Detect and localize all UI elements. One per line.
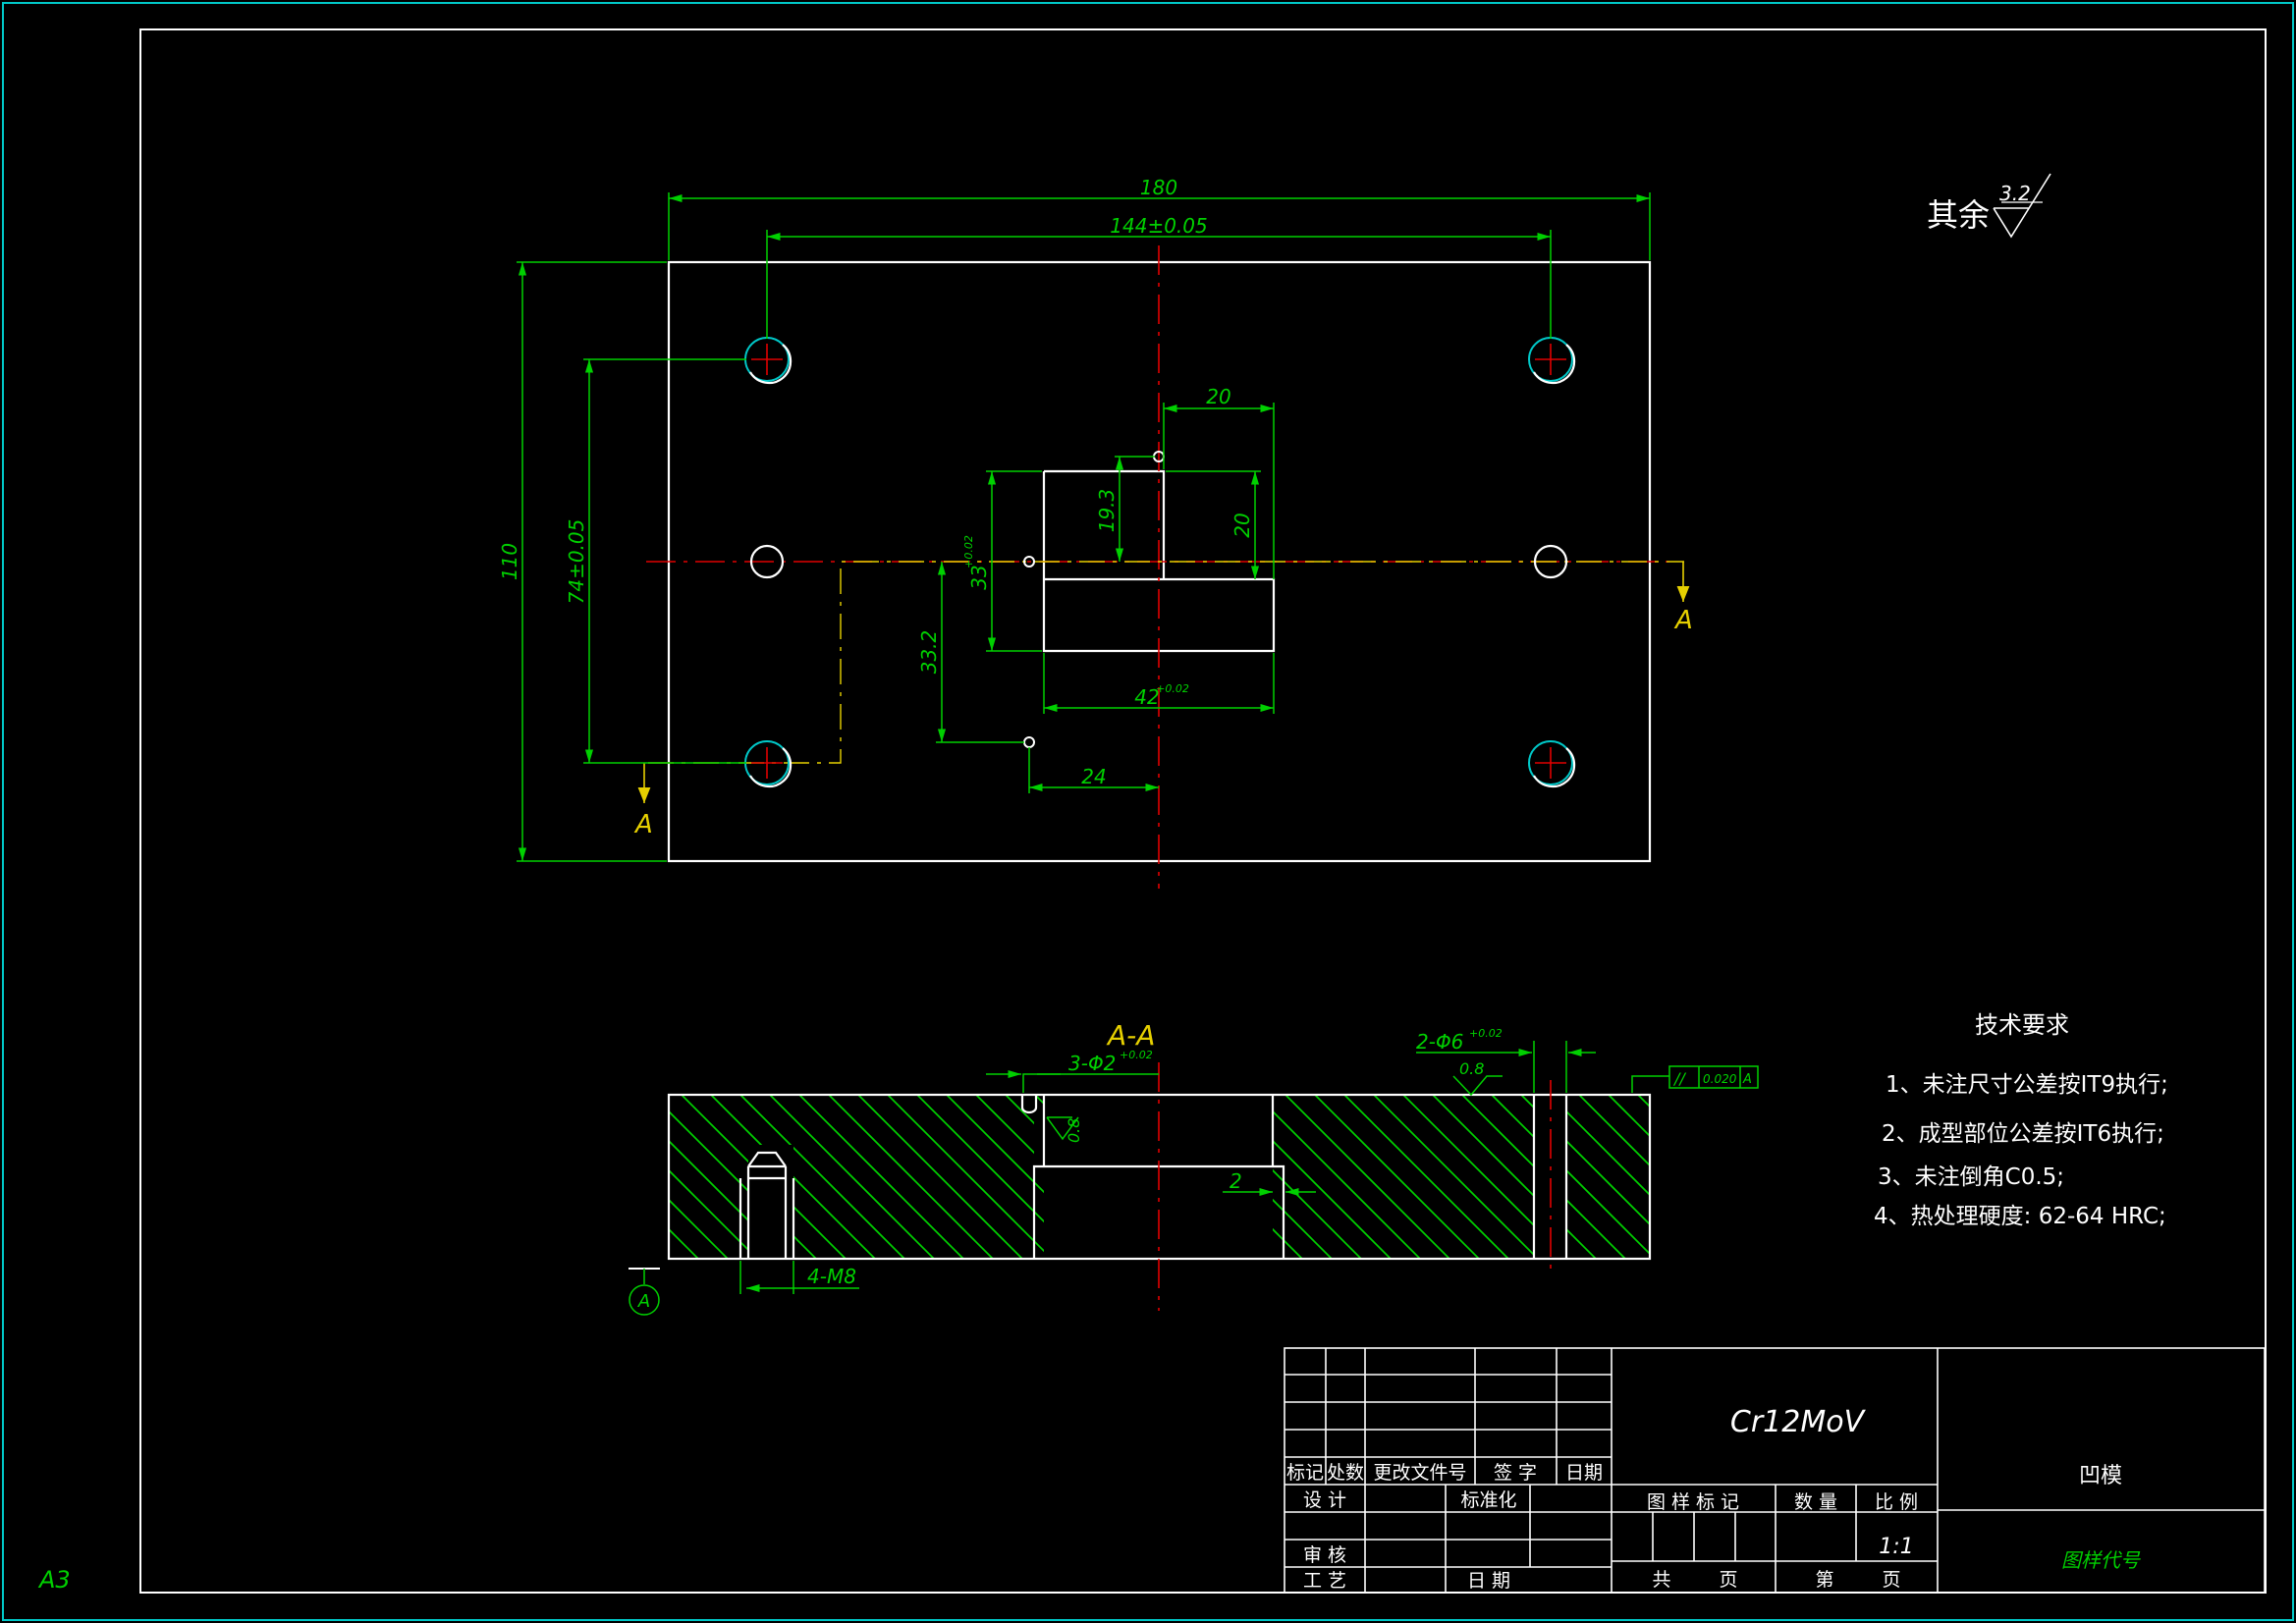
svg-text:共: 共 bbox=[1652, 1569, 1670, 1591]
svg-text:签 字: 签 字 bbox=[1494, 1462, 1537, 1484]
svg-text:+0.02: +0.02 bbox=[1156, 682, 1189, 695]
svg-text:审 核: 审 核 bbox=[1303, 1544, 1346, 1566]
dim-cavity-offset-y: 19.3 bbox=[1095, 456, 1155, 562]
svg-text:3-Φ2: 3-Φ2 bbox=[1068, 1052, 1116, 1075]
dim-step: 2 bbox=[1223, 1169, 1316, 1197]
pin-hole-bottom bbox=[1023, 736, 1035, 748]
svg-text:+0.02: +0.02 bbox=[962, 535, 975, 568]
section-mark-left: A bbox=[633, 810, 653, 839]
dim-overall-length: 180 bbox=[668, 176, 1651, 260]
dim-cavity-height: 33 +0.02 bbox=[962, 470, 1042, 652]
svg-text:20: 20 bbox=[1230, 513, 1254, 537]
svg-text:标准化: 标准化 bbox=[1460, 1489, 1516, 1511]
svg-text:74±0.05: 74±0.05 bbox=[565, 519, 588, 605]
svg-text:2-Φ6: 2-Φ6 bbox=[1416, 1030, 1463, 1054]
threaded-hole-bottom-right bbox=[1528, 740, 1576, 788]
title-block: Cr12MoV 凹模 图样代号 标记 处数 更改文件号 签 字 日期 设 计 标… bbox=[1284, 1347, 2266, 1594]
svg-text:数 量: 数 量 bbox=[1794, 1491, 1837, 1513]
threaded-hole-bottom-left bbox=[744, 740, 793, 788]
svg-text:比 例: 比 例 bbox=[1875, 1491, 1918, 1513]
svg-text:2: 2 bbox=[1230, 1169, 1242, 1193]
svg-text:19.3: 19.3 bbox=[1095, 489, 1119, 533]
svg-text:页: 页 bbox=[1719, 1569, 1737, 1591]
tech-requirement-4: 4、热处理硬度: 62-64 HRC; bbox=[1874, 1204, 2166, 1229]
scale-value: 1:1 bbox=[1879, 1535, 1913, 1559]
svg-text:33.2: 33.2 bbox=[917, 630, 941, 675]
svg-text:第: 第 bbox=[1815, 1569, 1833, 1591]
sheet-size-label: A3 bbox=[37, 1566, 71, 1594]
svg-text:页: 页 bbox=[1882, 1569, 1900, 1591]
svg-text:标记: 标记 bbox=[1286, 1462, 1324, 1484]
svg-text:A: A bbox=[1742, 1072, 1752, 1087]
plan-view: A A bbox=[498, 176, 1693, 889]
thread-hole-section bbox=[746, 1151, 788, 1259]
surface-finish-label: 其余 bbox=[1927, 196, 1990, 234]
svg-text:0.8: 0.8 bbox=[1459, 1059, 1484, 1078]
roughness-symbol bbox=[1993, 173, 2051, 239]
dim-cavity-step-width: 20 bbox=[1163, 385, 1275, 579]
inner-frame bbox=[139, 28, 2267, 1594]
datum-symbol: A bbox=[629, 1268, 660, 1316]
tech-requirement-2: 2、成型部位公差按IT6执行; bbox=[1882, 1121, 2164, 1147]
svg-text:日期: 日期 bbox=[1565, 1462, 1603, 1484]
tech-requirement-1: 1、未注尺寸公差按IT9执行; bbox=[1886, 1072, 2168, 1098]
part-name: 凹模 bbox=[2079, 1464, 2122, 1488]
dim-overall-width: 110 bbox=[498, 261, 667, 862]
thread-callout: 4-M8 bbox=[739, 1261, 859, 1294]
dim-cavity-step-height: 20 bbox=[1166, 470, 1261, 579]
svg-text:110: 110 bbox=[498, 543, 521, 580]
pin-hole-section bbox=[1020, 1095, 1038, 1114]
cavity-section bbox=[1032, 1095, 1285, 1259]
svg-text:日 期: 日 期 bbox=[1467, 1570, 1510, 1592]
guide-hole-callout: 2-Φ6 +0.02 0.8 bbox=[1416, 1027, 1596, 1097]
section-title: A-A bbox=[1106, 1019, 1155, 1052]
threaded-hole-top-left bbox=[744, 337, 793, 385]
svg-text://: // bbox=[1672, 1069, 1686, 1088]
drawing-code-label: 图样代号 bbox=[2061, 1548, 2141, 1572]
svg-text:144±0.05: 144±0.05 bbox=[1110, 214, 1207, 238]
surface-finish-default: 其余 3.2 bbox=[1927, 173, 2051, 239]
svg-text:A: A bbox=[637, 1291, 650, 1312]
guide-hole-right bbox=[1533, 544, 1568, 579]
svg-text:42: 42 bbox=[1134, 685, 1159, 709]
dim-cavity-length: 42 +0.02 bbox=[1043, 653, 1275, 714]
section-view: A-A 3-Φ2 +0.02 0.8 bbox=[629, 1019, 1759, 1316]
svg-text:工 艺: 工 艺 bbox=[1303, 1570, 1346, 1592]
tech-requirements: 技术要求 1、未注尺寸公差按IT9执行; 2、成型部位公差按IT6执行; 3、未… bbox=[1874, 1011, 2168, 1229]
svg-text:处数: 处数 bbox=[1327, 1462, 1364, 1484]
threaded-hole-top-right bbox=[1528, 337, 1576, 385]
svg-text:4-M8: 4-M8 bbox=[807, 1265, 856, 1288]
pin-hole-middle bbox=[1023, 556, 1035, 568]
guide-hole-section bbox=[1532, 1095, 1568, 1259]
tech-requirement-3: 3、未注倒角C0.5; bbox=[1878, 1164, 2064, 1190]
svg-text:0.020: 0.020 bbox=[1703, 1072, 1737, 1086]
surface-finish-value: 3.2 bbox=[1999, 182, 2031, 205]
pin-hole-callout: 3-Φ2 +0.02 0.8 bbox=[986, 1049, 1159, 1143]
guide-hole-left bbox=[749, 544, 785, 579]
dim-hole-spacing-y: 74±0.05 bbox=[565, 358, 746, 764]
dim-hole-spacing-x: 144±0.05 bbox=[766, 214, 1552, 339]
svg-text:更改文件号: 更改文件号 bbox=[1373, 1462, 1466, 1484]
section-cut-line bbox=[648, 561, 1684, 764]
svg-text:图 样 标 记: 图 样 标 记 bbox=[1647, 1491, 1739, 1513]
svg-text:0.8: 0.8 bbox=[1065, 1118, 1083, 1143]
dim-pin-offset-x: 24 bbox=[1028, 747, 1159, 793]
svg-text:设 计: 设 计 bbox=[1303, 1489, 1346, 1511]
svg-text:33: 33 bbox=[967, 565, 991, 589]
material: Cr12MoV bbox=[1730, 1405, 1867, 1439]
svg-text:24: 24 bbox=[1081, 765, 1106, 788]
tech-requirements-title: 技术要求 bbox=[1975, 1011, 2069, 1039]
svg-text:180: 180 bbox=[1140, 176, 1177, 199]
svg-text:+0.02: +0.02 bbox=[1469, 1027, 1503, 1040]
dim-pin-offset-y: 33.2 bbox=[917, 562, 1024, 743]
svg-text:+0.02: +0.02 bbox=[1120, 1049, 1153, 1061]
parallelism-tolerance-frame: // 0.020 A bbox=[1631, 1065, 1759, 1093]
section-mark-right: A bbox=[1673, 606, 1693, 635]
svg-text:20: 20 bbox=[1206, 385, 1230, 408]
